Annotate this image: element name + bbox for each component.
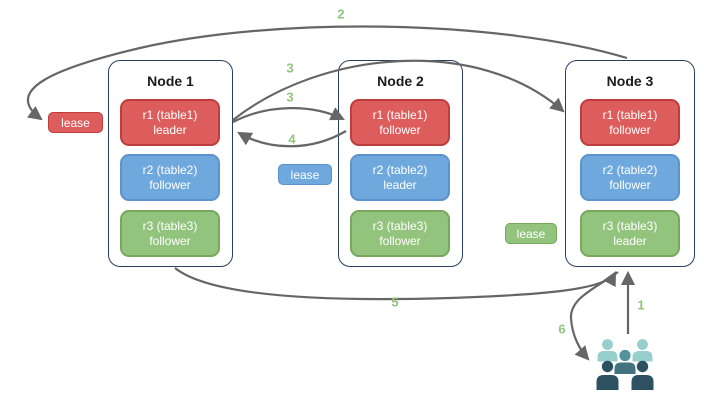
step-label-2: 2 (337, 6, 345, 22)
step-label-3a: 3 (286, 60, 294, 76)
arrow-step3-node1-to-node2 (232, 107, 345, 123)
replica-role-label: leader (613, 233, 647, 248)
replica-n3-r2: r2 (table2) follower (580, 154, 680, 201)
replica-range-label: r1 (table1) (602, 107, 658, 122)
step-label-5: 5 (391, 294, 399, 310)
replica-n1-r2: r2 (table2) follower (120, 154, 220, 201)
person-body (632, 351, 653, 362)
replica-range-label: r1 (table1) (142, 107, 198, 122)
replica-role-label: follower (379, 233, 421, 248)
replica-role-label: follower (149, 233, 191, 248)
person-body (614, 362, 636, 374)
node-3-panel: Node 3 r1 (table1) follower r2 (table2) … (565, 60, 695, 267)
lease-badge-r1: lease (48, 112, 103, 133)
person-body (597, 351, 618, 362)
node-title: Node 2 (377, 73, 424, 89)
replica-n1-r1: r1 (table1) leader (120, 99, 220, 146)
person-head (637, 339, 648, 350)
person-head (602, 339, 613, 350)
replica-n3-r1: r1 (table1) follower (580, 99, 680, 146)
step-label-3b: 3 (286, 89, 294, 105)
replica-role-label: follower (609, 122, 651, 137)
person-body (596, 375, 619, 390)
replica-range-label: r2 (table2) (602, 162, 658, 177)
node-2-panel: Node 2 r1 (table1) follower r2 (table2) … (338, 60, 463, 267)
replica-n1-r3: r3 (table3) follower (120, 210, 220, 257)
replica-role-label: leader (153, 122, 187, 137)
person-head (601, 360, 614, 373)
replica-n2-r2: r2 (table2) leader (350, 154, 450, 201)
replica-range-label: r3 (table3) (372, 218, 428, 233)
replica-role-label: follower (609, 177, 651, 192)
replica-n3-r3: r3 (table3) leader (580, 210, 680, 257)
replica-range-label: r1 (table1) (372, 107, 428, 122)
step-label-1: 1 (637, 297, 645, 313)
replica-n2-r1: r1 (table1) follower (350, 99, 450, 146)
replica-range-label: r2 (table2) (372, 162, 428, 177)
users-group-icon (596, 339, 654, 390)
replica-range-label: r3 (table3) (602, 218, 658, 233)
replica-n2-r3: r3 (table3) follower (350, 210, 450, 257)
step-label-4: 4 (288, 131, 296, 147)
replica-role-label: follower (149, 177, 191, 192)
replica-role-label: leader (383, 177, 417, 192)
person-head (619, 349, 631, 362)
replica-range-label: r3 (table3) (142, 218, 198, 233)
person-head (636, 360, 649, 373)
node-title: Node 1 (147, 73, 194, 89)
lease-badge-r3: lease (505, 223, 557, 244)
lease-badge-r2: lease (278, 164, 332, 185)
node-1-panel: Node 1 r1 (table1) leader r2 (table2) fo… (108, 60, 233, 267)
step-label-6: 6 (558, 321, 566, 337)
node-title: Node 3 (606, 73, 654, 89)
replica-range-label: r2 (table2) (142, 162, 198, 177)
person-body (631, 375, 654, 390)
replica-role-label: follower (379, 122, 421, 137)
